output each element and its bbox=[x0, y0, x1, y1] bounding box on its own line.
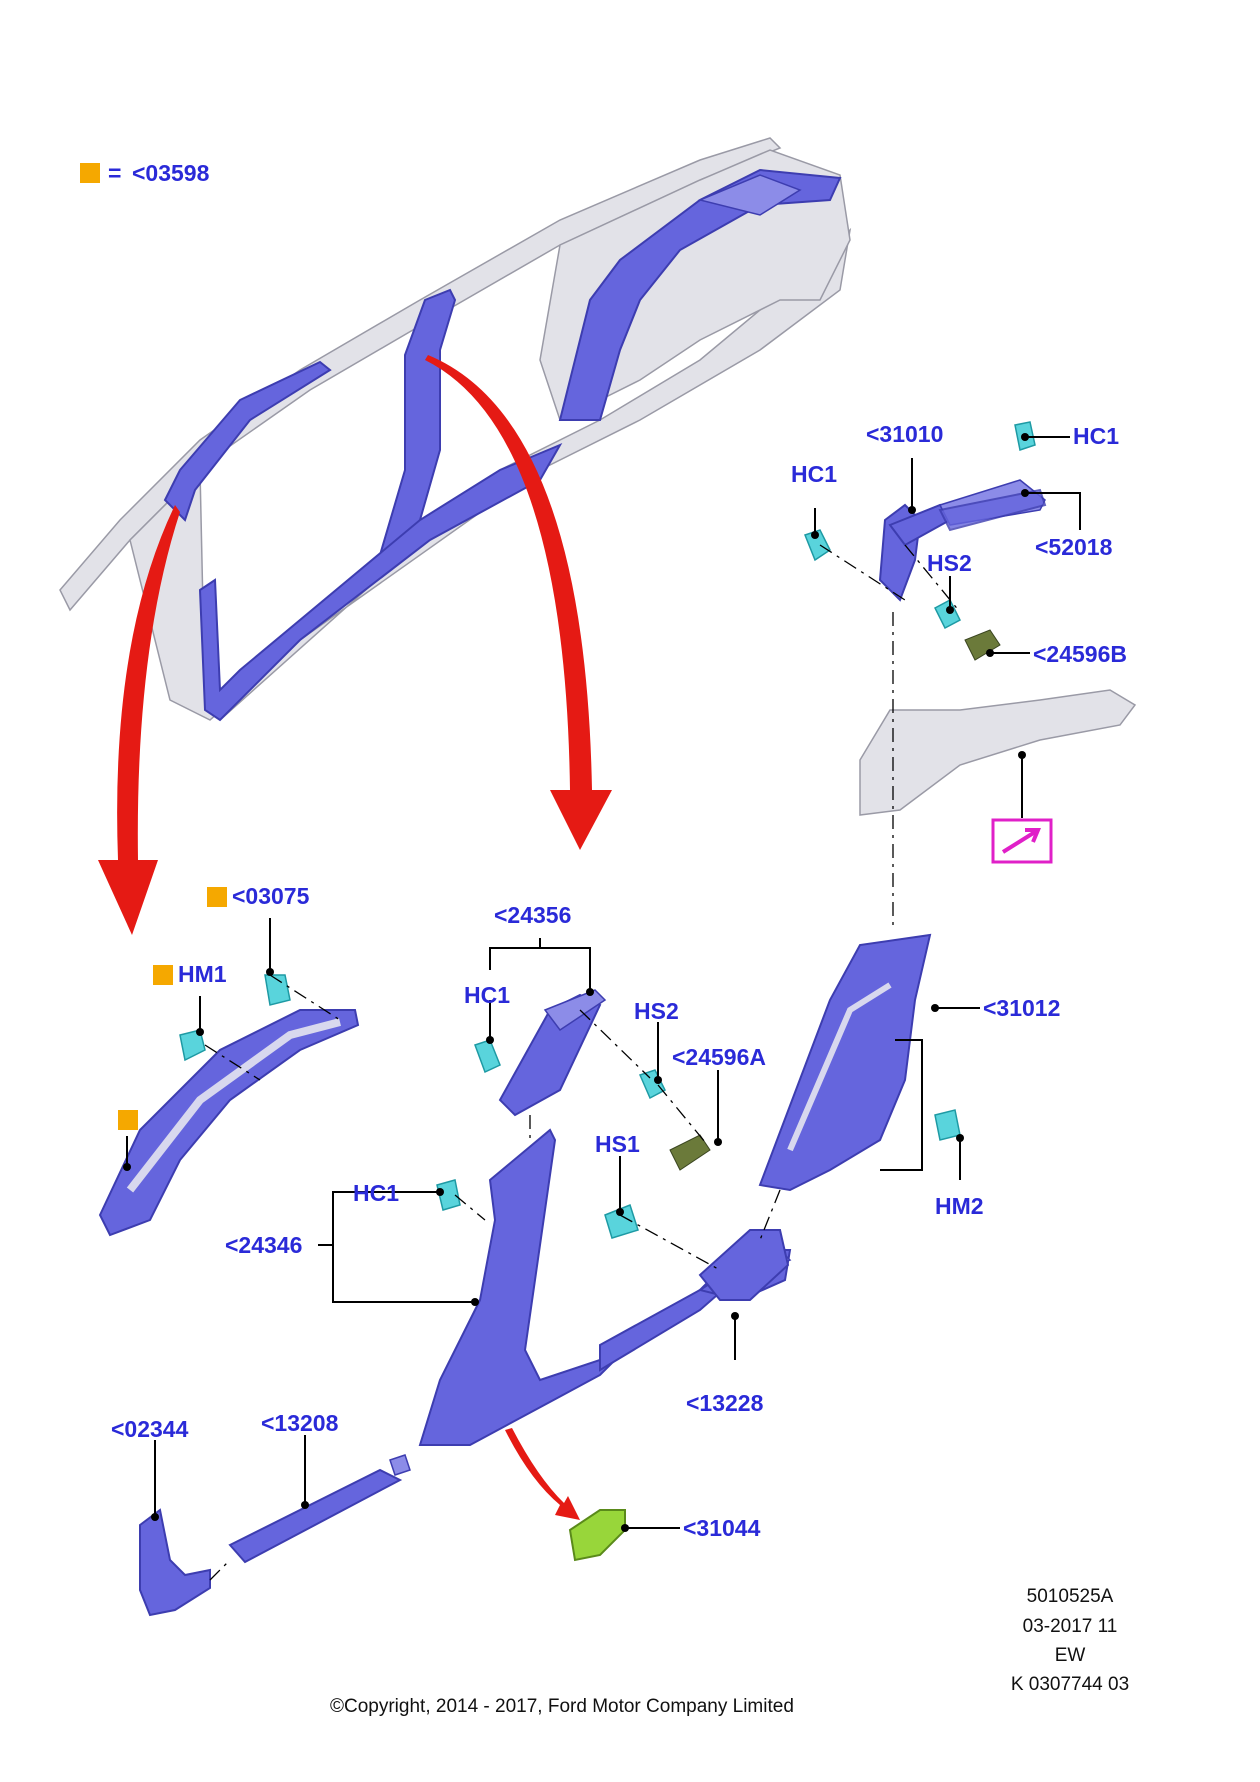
legend-equals: = bbox=[108, 160, 122, 186]
reference-date: 03-2017 11 bbox=[1022, 1616, 1118, 1637]
orange-marker-icon bbox=[207, 887, 227, 907]
callout-24596a[interactable]: <24596A bbox=[672, 1044, 766, 1070]
copyright-notice: ©Copyright, 2014 - 2017, Ford Motor Comp… bbox=[330, 1696, 794, 1717]
rear-quarter-trim bbox=[758, 933, 961, 1192]
reference-id: K 0307744 03 bbox=[1010, 1674, 1130, 1695]
assembly-lines bbox=[204, 544, 961, 1581]
callout-hm2[interactable]: HM2 bbox=[935, 1193, 984, 1219]
callout-24346[interactable]: <24346 bbox=[225, 1232, 303, 1258]
callout-02344[interactable]: <02344 bbox=[111, 1416, 189, 1442]
green-cap-31044 bbox=[505, 1428, 626, 1562]
callout-31044[interactable]: <31044 bbox=[683, 1515, 761, 1541]
callout-hc1-low[interactable]: HC1 bbox=[353, 1180, 400, 1206]
leader-lines bbox=[123, 433, 1081, 1532]
callout-13228[interactable]: <13228 bbox=[686, 1390, 764, 1416]
body-side-assembly bbox=[59, 137, 852, 722]
callout-13208[interactable]: <13208 bbox=[261, 1410, 339, 1436]
reference-number: 5010525A bbox=[1026, 1586, 1114, 1607]
orange-marker-icon bbox=[118, 1110, 138, 1130]
callout-hs2-top[interactable]: HS2 bbox=[927, 550, 972, 576]
callout-hs1[interactable]: HS1 bbox=[595, 1131, 640, 1157]
front-sill-pieces bbox=[139, 1454, 411, 1617]
callout-hc1-mid[interactable]: HC1 bbox=[464, 982, 511, 1008]
callout-24596b[interactable]: <24596B bbox=[1033, 641, 1127, 667]
callout-hc1-top-left[interactable]: HC1 bbox=[791, 461, 838, 487]
callout-hc1-top-right[interactable]: HC1 bbox=[1073, 423, 1120, 449]
callout-hs2-mid[interactable]: HS2 bbox=[634, 998, 679, 1024]
legend-part-label[interactable]: <03598 bbox=[132, 160, 210, 186]
callout-31010[interactable]: <31010 bbox=[866, 421, 944, 447]
reference-code: EW bbox=[1054, 1645, 1086, 1666]
callout-31012[interactable]: <31012 bbox=[983, 995, 1061, 1021]
a-pillar-trim bbox=[98, 974, 360, 1237]
callout-03075[interactable]: <03075 bbox=[232, 883, 310, 909]
callout-hm1[interactable]: HM1 bbox=[178, 961, 227, 987]
b-pillar-upper-trim bbox=[474, 989, 711, 1171]
orange-marker-icon bbox=[153, 965, 173, 985]
callout-52018[interactable]: <52018 bbox=[1035, 534, 1113, 560]
red-arrow-a-pillar bbox=[98, 505, 180, 935]
sill-rear-end bbox=[698, 1229, 790, 1301]
orange-marker-icon bbox=[80, 163, 100, 183]
red-arrow-b-pillar bbox=[425, 355, 612, 850]
callout-24356[interactable]: <24356 bbox=[494, 902, 572, 928]
